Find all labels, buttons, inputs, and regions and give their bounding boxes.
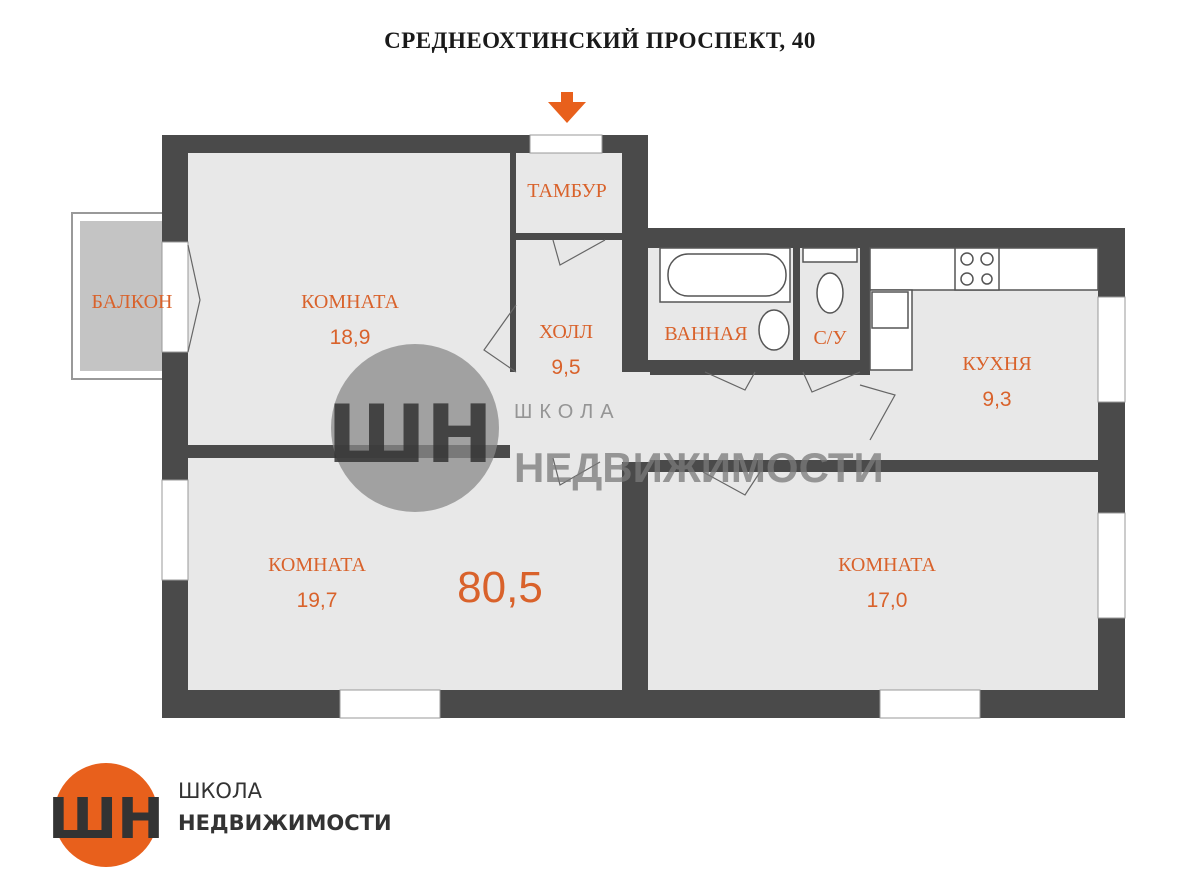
brand-logo: ШН ШКОЛА НЕДВИЖИМОСТИ	[48, 763, 392, 867]
kitchen-label: КУХНЯ	[962, 353, 1031, 375]
hall-area: 9,5	[551, 356, 580, 379]
brand-line1: ШКОЛА	[178, 779, 263, 803]
stove-icon	[954, 247, 1000, 291]
hall-label: ХОЛЛ	[539, 321, 593, 343]
total-area: 80,5	[457, 563, 543, 612]
room2-area: 19,7	[297, 589, 338, 612]
logo-mark: ШН	[48, 787, 164, 852]
tambur-floor	[516, 153, 622, 233]
logo-circle-icon	[54, 763, 158, 867]
kitchen-area: 9,3	[982, 388, 1011, 411]
window	[339, 689, 441, 719]
room2-label: КОМНАТА	[268, 554, 366, 576]
room3-label: КОМНАТА	[838, 554, 936, 576]
room3-floor	[648, 472, 1098, 690]
kitchen-sink-icon	[871, 291, 909, 329]
brand-line2: НЕДВИЖИМОСТИ	[178, 811, 392, 835]
watermark-text-2: НЕДВИЖИМОСТИ	[514, 444, 884, 491]
sink-icon	[758, 309, 790, 351]
address-title: СРЕДНЕОХТИНСКИЙ ПРОСПЕКТ, 40	[384, 28, 816, 53]
window	[1097, 512, 1126, 619]
room1-area: 18,9	[330, 326, 371, 349]
watermark-text-1: ШКОЛА	[514, 401, 621, 423]
window	[161, 479, 189, 581]
window	[1097, 296, 1126, 403]
balcony-door	[161, 241, 189, 353]
door-swings	[187, 239, 896, 496]
balcony	[71, 212, 165, 380]
balcony-label: БАЛКОН	[92, 291, 173, 313]
openings	[161, 134, 1126, 719]
fixtures	[659, 247, 1099, 371]
entrance-door	[529, 134, 603, 154]
window	[879, 689, 981, 719]
entrance-arrow-icon	[548, 92, 586, 123]
room1-label: КОМНАТА	[301, 291, 399, 313]
toilet-icon	[816, 272, 844, 314]
bath-label: ВАННАЯ	[664, 323, 747, 345]
tambur-label: ТАМБУР	[527, 180, 607, 202]
wc-tank	[802, 247, 858, 263]
watermark-logo: ШН ШКОЛА НЕДВИЖИМОСТИ	[327, 344, 884, 512]
wc-label: С/У	[813, 327, 847, 349]
room3-area: 17,0	[867, 589, 908, 612]
watermark-mark: ШН	[327, 388, 493, 481]
bathtub-inner	[667, 253, 787, 297]
